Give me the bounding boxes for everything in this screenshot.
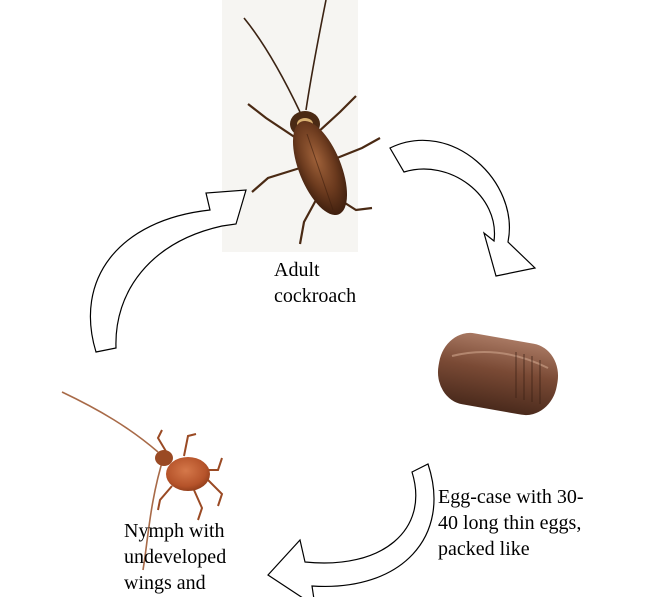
- caption-adult: Adult cockroach: [274, 257, 356, 309]
- caption-egg-case-line-1: Egg-case with 30-: [438, 484, 584, 510]
- caption-egg-case-line-3: packed like: [438, 536, 584, 562]
- arrow-nymph-to-adult: [90, 190, 246, 352]
- caption-adult-line-1: Adult: [274, 257, 356, 283]
- egg-case-image: [433, 328, 564, 420]
- caption-egg-case-line-2: 40 long thin eggs,: [438, 510, 584, 536]
- arrow-adult-to-egg-case: [390, 140, 535, 276]
- adult-cockroach-image: [222, 0, 380, 252]
- caption-nymph-line-3: wings and: [124, 570, 226, 596]
- arrow-egg-case-to-nymph: [268, 464, 434, 597]
- caption-nymph-line-2: undeveloped: [124, 544, 226, 570]
- caption-egg-case: Egg-case with 30- 40 long thin eggs, pac…: [438, 484, 584, 562]
- caption-nymph-line-1: Nymph with: [124, 518, 226, 544]
- caption-adult-line-2: cockroach: [274, 283, 356, 309]
- caption-nymph: Nymph with undeveloped wings and: [124, 518, 226, 596]
